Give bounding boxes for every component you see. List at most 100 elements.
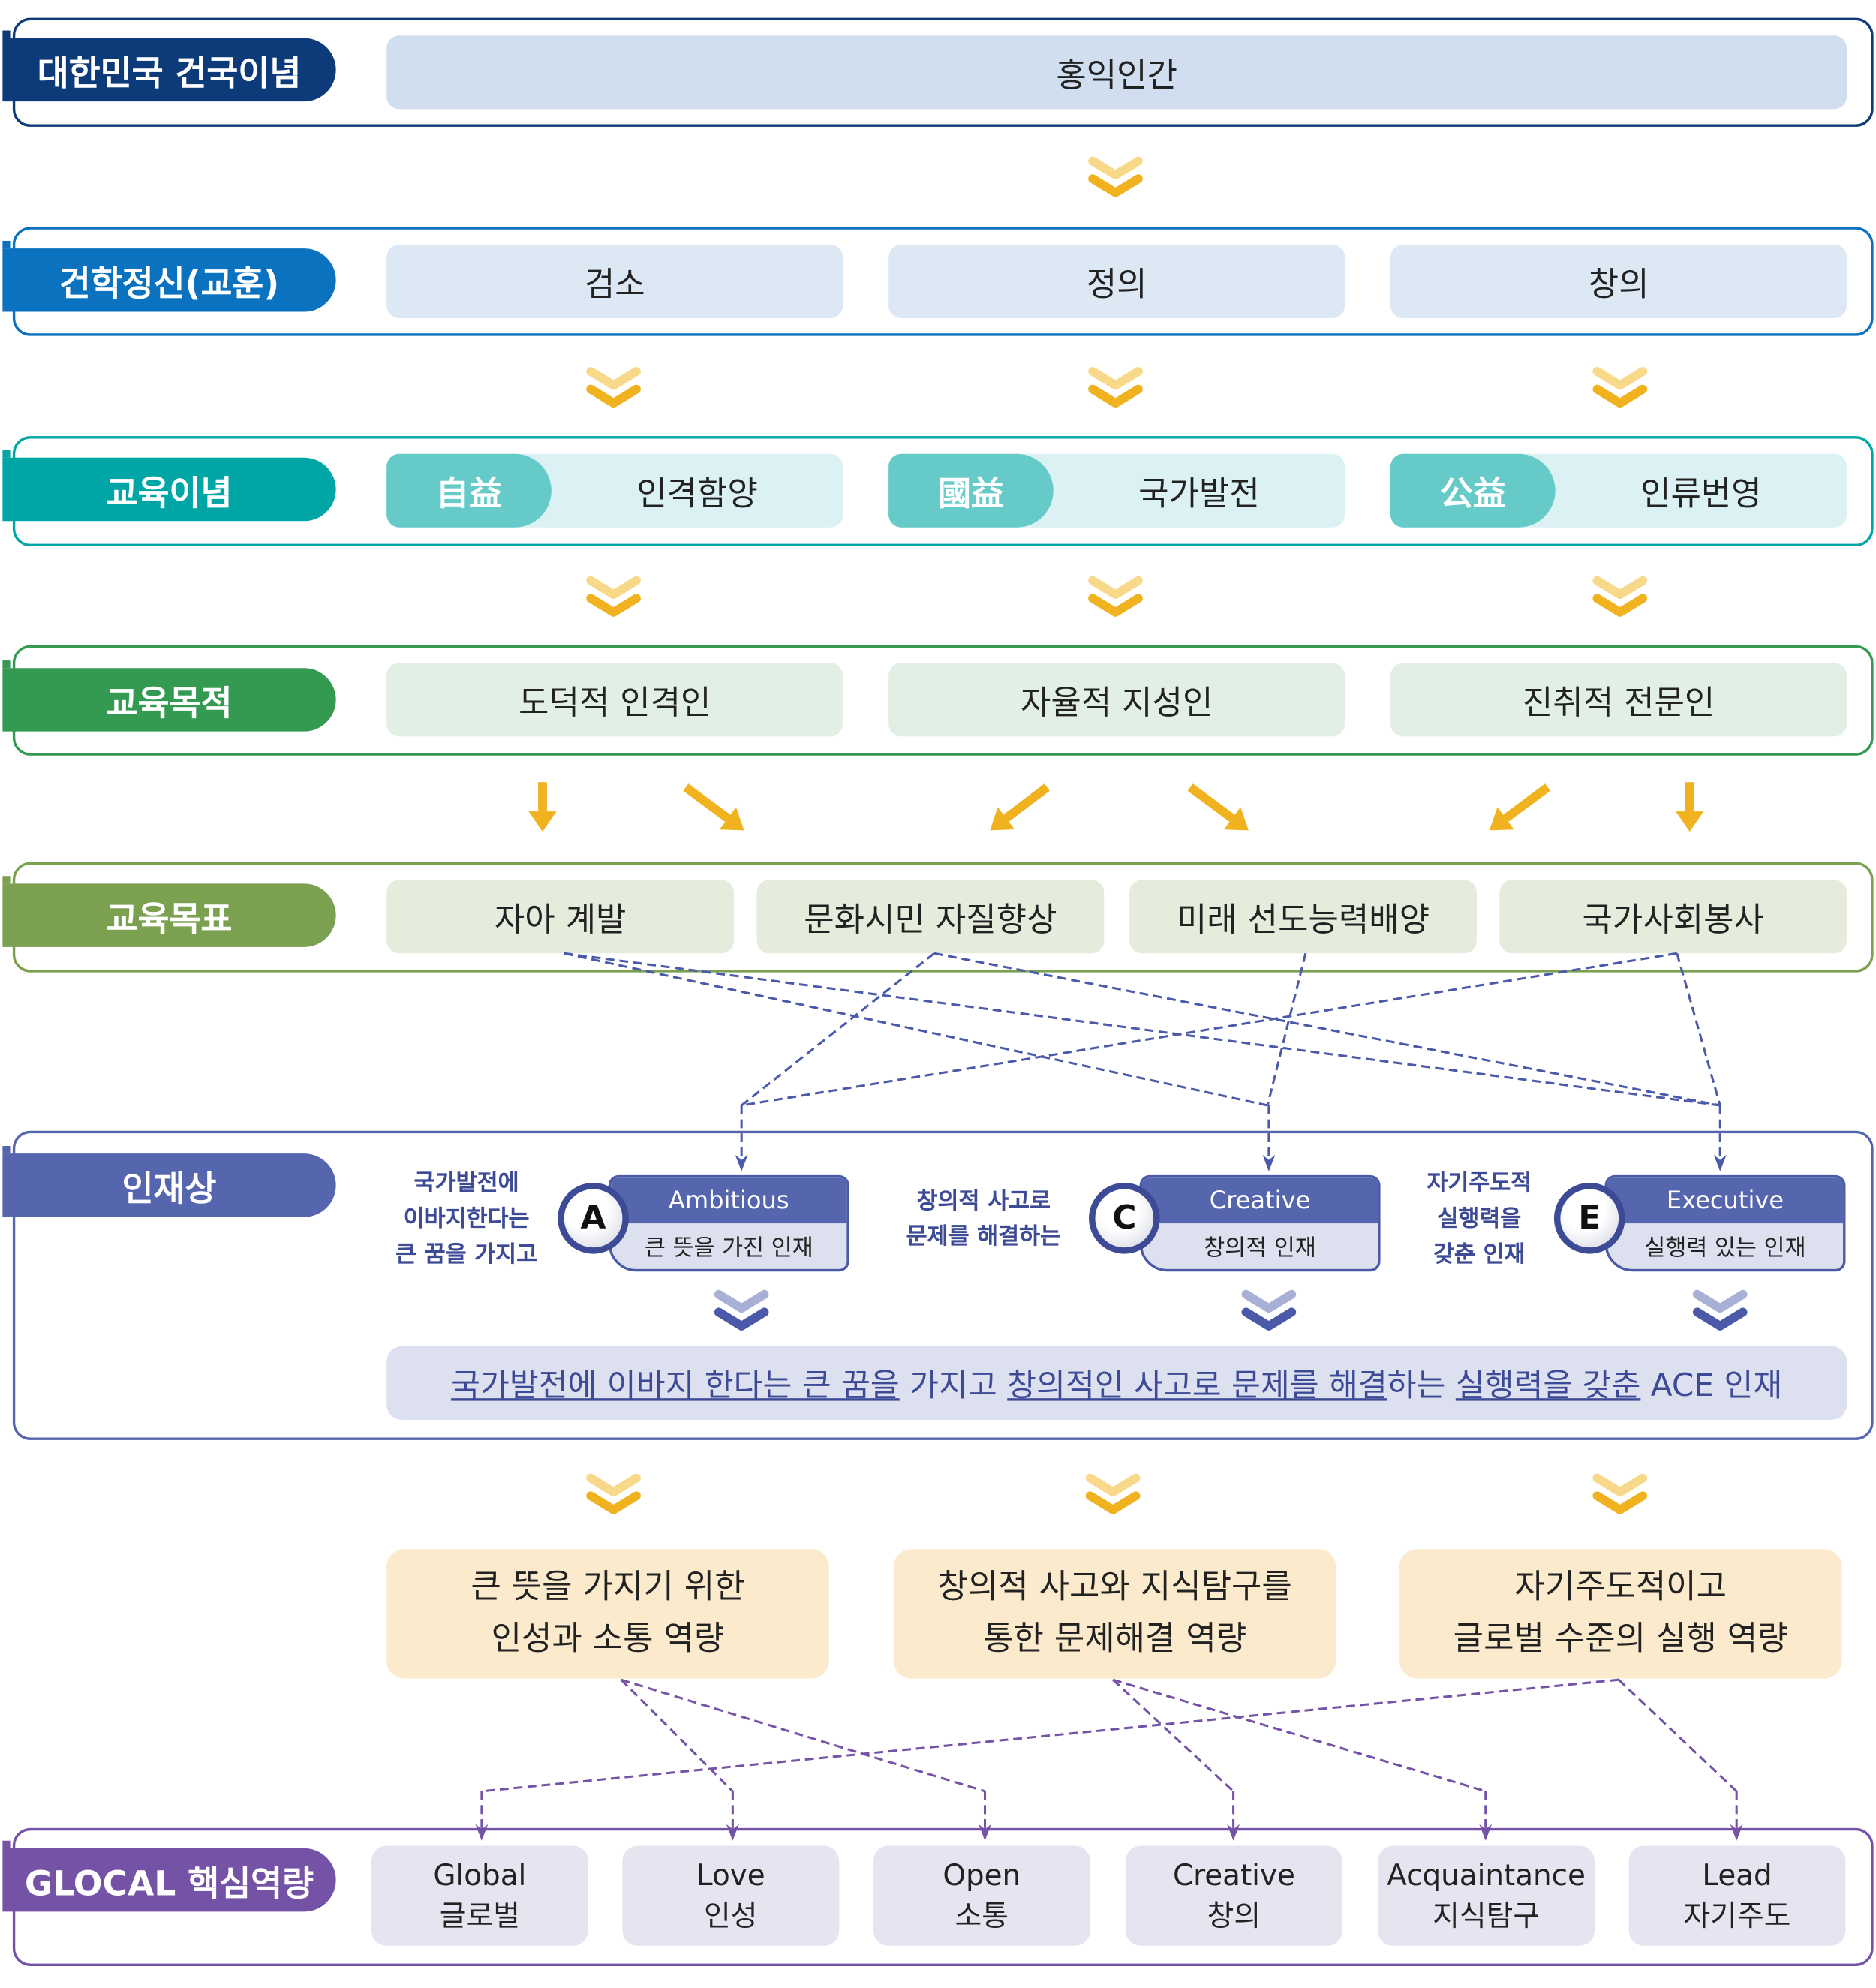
item-text: 인격함양	[636, 474, 758, 513]
glocal-english: Lead	[1702, 1859, 1772, 1893]
arrow-head-icon	[528, 811, 557, 832]
talent-badge-creative: Creative 창의적 인재 C	[1089, 1174, 1381, 1272]
talent-badge-ambitious: Ambitious 큰 뜻을 가진 인재 A	[558, 1174, 849, 1272]
description-line: 국가발전에	[413, 1170, 519, 1197]
talent-image-label: 인재상	[2, 1146, 336, 1217]
education-ideology-item: 自益 인격함양	[386, 453, 843, 528]
arrow-shaft	[683, 783, 731, 823]
education-goal-item: 자아 계발	[386, 880, 735, 954]
goal-to-talent-connector	[741, 952, 935, 1107]
goal-to-talent-connector	[1676, 952, 1721, 1106]
education-purpose-label: 교육목적	[2, 660, 336, 732]
goal-to-talent-connector	[741, 952, 1678, 1107]
glocal-korean: 소통	[955, 1899, 1009, 1933]
chevron-down-icon	[1592, 367, 1648, 390]
summary-segment: ACE 인재	[1640, 1366, 1783, 1403]
competency-connector	[1618, 1679, 1738, 1792]
summary-segment: 가지고	[899, 1366, 1008, 1403]
chevron-down-icon	[1592, 384, 1648, 408]
summary-segment: 실행력을 갖춘	[1455, 1366, 1641, 1403]
arrow-head-icon	[1489, 807, 1514, 831]
badge-english: Creative	[1141, 1177, 1378, 1224]
glocal-english: Acquaintance	[1387, 1859, 1586, 1893]
badge-korean: 창의적 인재	[1204, 1235, 1316, 1262]
glocal-korean: 인성	[704, 1899, 758, 1933]
glocal-competency-label: GLOCAL 핵심역량	[2, 1840, 336, 1912]
badge-english: Executive	[1607, 1177, 1844, 1224]
glocal-english: Love	[696, 1859, 765, 1893]
glocal-item-open: Open 소통	[873, 1845, 1090, 1946]
goal-to-talent-connector	[564, 952, 1721, 1107]
item-text: 인류번영	[1640, 474, 1762, 513]
badge-korean: 실행력 있는 인재	[1644, 1235, 1806, 1262]
competency-connector	[1112, 1679, 1234, 1792]
chevron-down-icon	[1592, 1473, 1648, 1497]
description-line: 갖춘 인재	[1433, 1241, 1526, 1268]
competency-line: 통한 문제해결 역량	[983, 1620, 1247, 1659]
badge-letter-circle: A	[558, 1183, 629, 1254]
goal-to-talent-connector	[1266, 952, 1307, 1106]
education-purpose-item: 진취적 전문인	[1390, 663, 1847, 737]
arrow-head-icon	[1224, 807, 1249, 831]
education-goal-label: 교육목표	[2, 876, 336, 947]
founding-spirit-item: 정의	[888, 245, 1345, 318]
education-goal-item: 미래 선도능력배양	[1129, 880, 1477, 954]
glocal-item-lead: Lead 자기주도	[1628, 1845, 1846, 1946]
badge-english: Ambitious	[611, 1177, 847, 1224]
founding-ideology-label: 대한민국 건국이념	[2, 30, 336, 102]
education-purpose-item: 도덕적 인격인	[386, 663, 843, 737]
glocal-korean: 글로벌	[439, 1899, 520, 1933]
arrow-shaft	[1187, 783, 1235, 823]
badge-card: Executive 실행력 있는 인재	[1604, 1174, 1846, 1272]
badge-korean: 큰 뜻을 가진 인재	[644, 1235, 813, 1262]
education-purpose-item: 자율적 지성인	[888, 663, 1345, 737]
hanja-tag: 自益	[386, 453, 552, 528]
glocal-korean: 창의	[1207, 1899, 1261, 1933]
goal-to-talent-connector	[564, 952, 1268, 1107]
founding-spirit-item: 검소	[386, 245, 843, 318]
education-goal-item: 국가사회봉사	[1499, 880, 1847, 954]
description-line: 창의적 사고로	[916, 1187, 1051, 1215]
chevron-down-icon	[1592, 576, 1648, 600]
competency-line: 글로벌 수준의 실행 역량	[1453, 1620, 1788, 1659]
glocal-english: Open	[943, 1859, 1021, 1893]
glocal-english: Creative	[1172, 1859, 1295, 1893]
founding-spirit-item: 창의	[1390, 245, 1847, 318]
competency-line: 큰 뜻을 가지기 위한	[471, 1568, 745, 1607]
chevron-down-icon	[586, 384, 641, 408]
glocal-korean: 자기주도	[1683, 1899, 1791, 1933]
item-text: 국가발전	[1138, 474, 1260, 513]
education-ideology-label: 교육이념	[2, 450, 336, 522]
chevron-down-icon	[586, 1491, 641, 1514]
chevron-down-icon	[1592, 594, 1648, 617]
glocal-item-love: Love 인성	[622, 1845, 840, 1946]
glocal-item-creative: Creative 창의	[1126, 1845, 1342, 1946]
education-goal-item: 문화시민 자질향상	[756, 880, 1105, 954]
arrow-shaft	[1503, 783, 1551, 823]
chevron-down-icon	[1088, 367, 1143, 390]
chevron-down-icon	[1088, 594, 1143, 617]
competency-line: 인성과 소통 역량	[491, 1620, 725, 1659]
description-line: 자기주도적	[1427, 1170, 1532, 1197]
badge-card: Creative 창의적 인재	[1139, 1174, 1381, 1272]
competency-line: 창의적 사고와 지식탐구를	[937, 1568, 1292, 1607]
summary-segment: 국가발전에 이바지 한다는 큰 꿈을	[451, 1366, 900, 1403]
summary-segment: 창의적인 사고로 문제를 해결	[1007, 1366, 1387, 1403]
badge-card: Ambitious 큰 뜻을 가진 인재	[608, 1174, 849, 1272]
founding-ideology-item: 홍익인간	[386, 35, 1847, 110]
summary-segment: 하는	[1387, 1366, 1456, 1403]
description-line: 실행력을	[1437, 1205, 1522, 1232]
badge-letter-circle: C	[1089, 1183, 1160, 1254]
